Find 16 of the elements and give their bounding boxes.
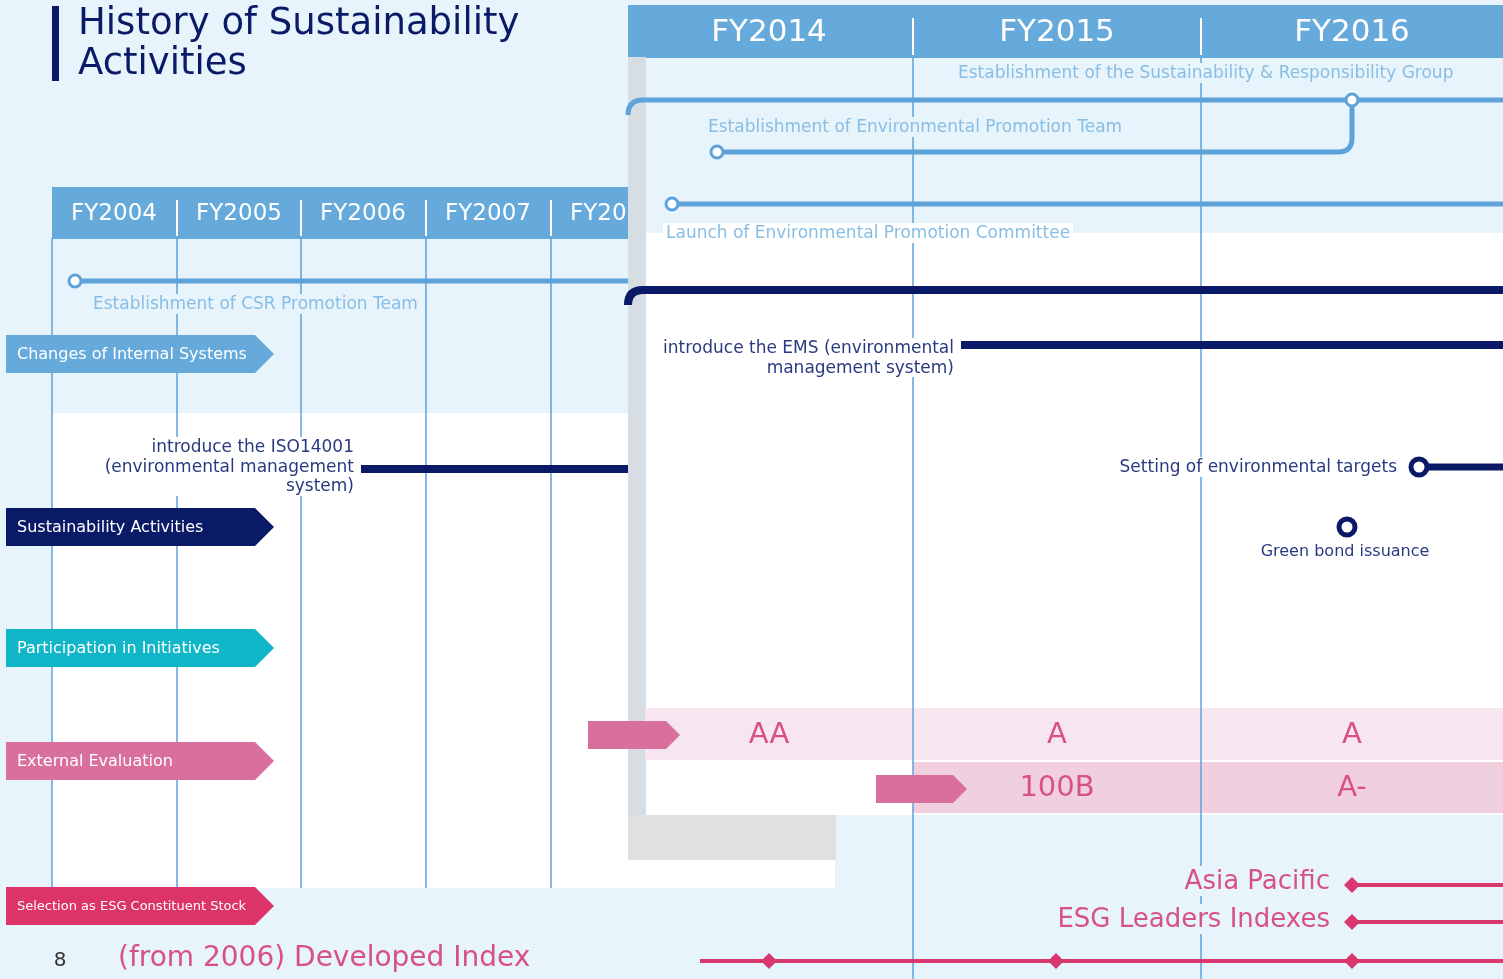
rating-value: AA: [748, 717, 790, 751]
year-label: FY2014: [711, 13, 827, 49]
year-label: FY2007: [445, 199, 531, 226]
year-label: FY2004: [71, 199, 157, 226]
title: History of Sustainability Activities: [78, 2, 521, 82]
rating-value: A-: [1337, 770, 1367, 804]
rating-value: 100B: [1019, 770, 1095, 804]
rating-value: A: [1047, 717, 1067, 751]
year-label: FY2016: [1294, 13, 1410, 49]
year-label: FY20: [570, 199, 626, 226]
rating-value: A: [1342, 717, 1362, 751]
year-label: FY2015: [999, 13, 1115, 49]
year-label: FY2006: [320, 199, 406, 226]
year-label: FY2005: [196, 199, 282, 226]
page-number: 8: [53, 948, 67, 971]
event-text: Launch of Environmental Promotion Committee: [663, 223, 1074, 243]
